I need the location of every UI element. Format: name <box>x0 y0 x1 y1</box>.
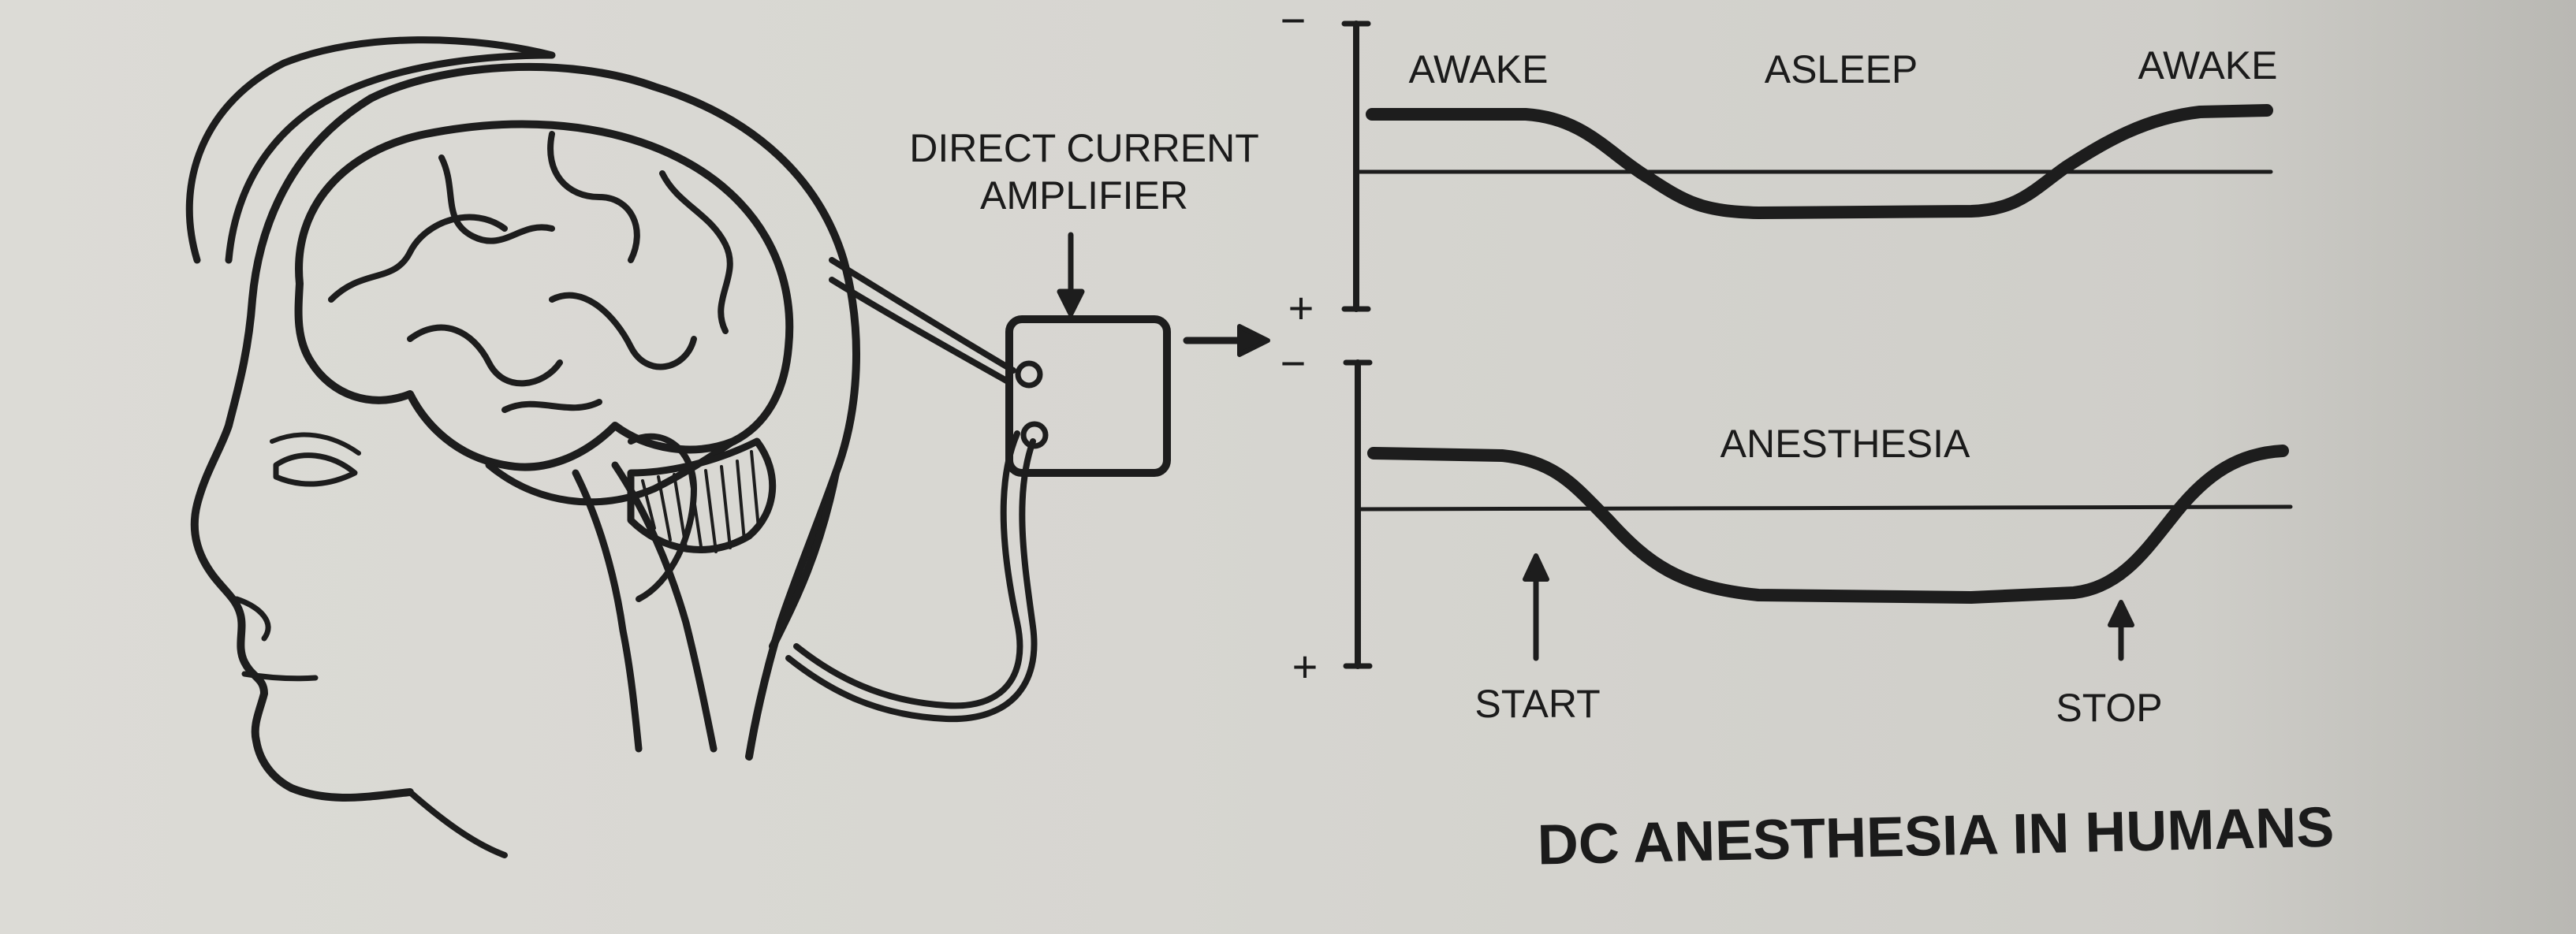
wire-upper <box>829 257 1016 374</box>
label-start: START <box>1474 682 1600 726</box>
nose <box>233 596 271 642</box>
arrow-head-down-icon <box>1057 288 1085 317</box>
sleep-plus-sign: + <box>1288 283 1314 333</box>
anesthesia-baseline <box>1357 504 2293 512</box>
amplifier-label-line1: DIRECT CURRENT <box>909 126 1259 170</box>
label-awake-right: AWAKE <box>2138 43 2278 87</box>
label-asleep: ASLEEP <box>1765 47 1918 91</box>
brain-fold-3 <box>547 131 640 263</box>
anesthesia-trace-panel <box>1343 359 2293 669</box>
mouth <box>241 671 319 682</box>
ear <box>628 433 697 602</box>
label-awake-left: AWAKE <box>1409 47 1549 91</box>
sleep-minus-sign: − <box>1281 0 1307 45</box>
brain-stem-front <box>572 469 643 753</box>
brain-fold-6 <box>549 292 697 370</box>
eye-icon <box>273 452 358 487</box>
anesthesia-potential-trace <box>1367 445 2289 604</box>
brain-fold-2 <box>438 154 555 244</box>
sleep-potential-trace <box>1366 104 2273 219</box>
figure-caption: DC ANESTHESIA IN HUMANS <box>1537 796 2335 877</box>
brain-fold-1 <box>328 214 508 303</box>
brain-fold-7 <box>501 399 602 413</box>
amplifier-ground-terminal <box>1020 421 1049 449</box>
label-anesthesia: ANESTHESIA <box>1720 422 1970 466</box>
amplifier-box <box>1005 315 1171 477</box>
neck-back <box>769 469 840 650</box>
anesthesia-minus-sign: − <box>1281 338 1307 388</box>
eye-lid <box>270 432 361 456</box>
wire-lower-2 <box>785 438 1038 723</box>
arrow-head-right-icon <box>1237 324 1270 357</box>
wire-lower <box>793 430 1023 709</box>
brain-cerebellum <box>627 437 777 553</box>
face-profile <box>190 95 414 802</box>
label-stop: STOP <box>2056 686 2162 730</box>
brain-fold-4 <box>659 170 733 334</box>
anesthesia-plus-sign: + <box>1292 642 1318 691</box>
dc-amplifier <box>1005 232 1270 477</box>
wire-upper-2 <box>829 277 1012 385</box>
brain-stem-back <box>611 461 718 753</box>
brain-fold-5 <box>407 324 563 387</box>
electrode-wires <box>785 257 1038 723</box>
head-illustration <box>185 36 860 858</box>
arrow-head-up-icon <box>2108 600 2134 627</box>
sleep-trace-panel <box>1341 20 2273 312</box>
arrow-head-up-icon <box>1523 553 1549 582</box>
amplifier-input-terminal <box>1015 360 1043 389</box>
head-strap <box>185 36 556 264</box>
jaw-line <box>407 789 508 858</box>
brain-cerebrum <box>294 120 794 471</box>
amplifier-label-line2: AMPLIFIER <box>980 173 1188 218</box>
